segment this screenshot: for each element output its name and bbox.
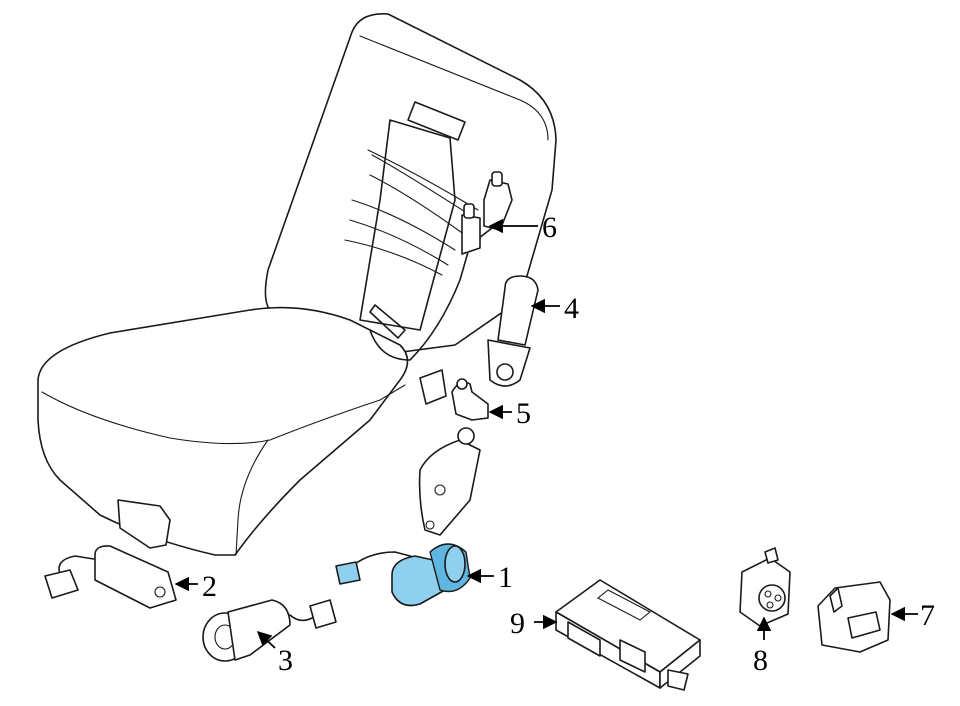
part-3-motor — [202, 599, 337, 662]
part-5-recliner-shaft — [418, 369, 489, 536]
seat-bracket — [117, 499, 171, 549]
part-4-lumbar-motor — [487, 275, 539, 387]
seat-cushion — [37, 306, 409, 556]
seat-assembly — [37, 13, 557, 556]
part-2-motor — [44, 545, 177, 609]
seat-back — [264, 13, 557, 356]
part-9-control-module — [555, 579, 701, 691]
callout-1: 1 — [498, 561, 513, 594]
seat-back-frame — [344, 101, 479, 339]
callout-4: 4 — [564, 292, 579, 325]
part-7-seat-switch — [817, 581, 891, 653]
leader-lines — [174, 218, 918, 649]
callout-7: 7 — [920, 599, 935, 632]
callout-3: 3 — [278, 644, 293, 677]
callout-9: 9 — [510, 607, 525, 640]
part-1-motor — [335, 543, 471, 607]
callout-6: 6 — [542, 211, 557, 244]
callout-2: 2 — [202, 570, 217, 603]
callout-5: 5 — [516, 397, 531, 430]
part-8-switch — [739, 547, 791, 627]
callout-8: 8 — [753, 644, 768, 677]
